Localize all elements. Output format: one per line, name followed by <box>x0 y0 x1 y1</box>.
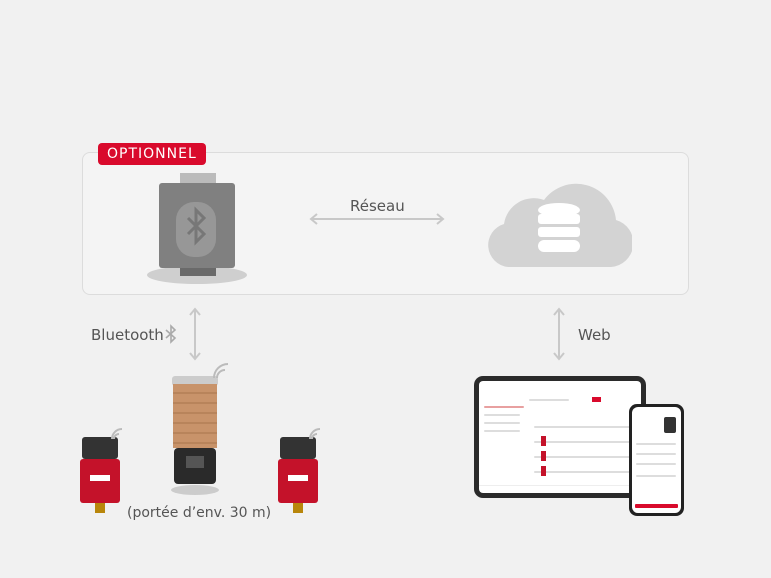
wifi-icon <box>309 428 321 440</box>
bidirectional-arrow-bluetooth <box>189 307 201 361</box>
range-label: (portée d’env. 30 m) <box>127 505 272 521</box>
bluetooth-label: Bluetooth <box>91 326 164 344</box>
bluetooth-icon <box>165 324 177 344</box>
network-label: Réseau <box>350 197 405 215</box>
cloud-database-icon <box>488 183 632 267</box>
phone-device <box>629 404 684 516</box>
large-lubricator <box>171 363 229 495</box>
bluetooth-gateway-device <box>147 173 247 284</box>
small-lubricator-left <box>80 428 123 513</box>
optional-badge: OPTIONNEL <box>98 143 206 165</box>
bidirectional-arrow-web <box>553 307 565 361</box>
wifi-icon <box>213 363 229 379</box>
tablet-screen <box>479 381 641 493</box>
phone-screen <box>632 407 681 513</box>
wifi-icon <box>111 428 123 440</box>
bidirectional-arrow-network <box>309 213 445 225</box>
tablet-device <box>474 376 646 498</box>
small-lubricator-right <box>278 428 321 513</box>
web-label: Web <box>578 326 611 344</box>
